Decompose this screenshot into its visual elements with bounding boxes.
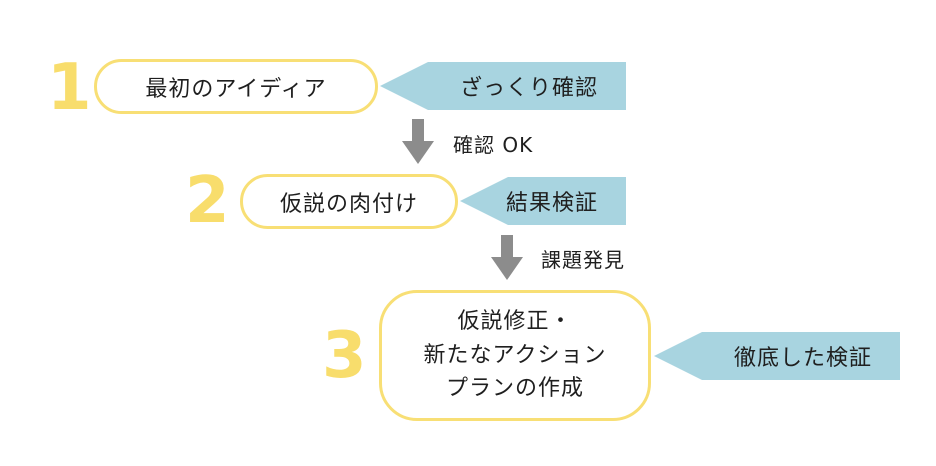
- step-1-box: 最初のアイディア: [94, 59, 378, 114]
- step-2-check-tag: 結果検証: [460, 177, 626, 225]
- step-2-box: 仮説の肉付け: [240, 174, 458, 229]
- step-3-box: 仮説修正・ 新たなアクション プランの作成: [379, 290, 651, 421]
- step-3-check-tag: 徹底した検証: [654, 332, 900, 380]
- step-1-arrow-label: 確認 OK: [453, 133, 534, 157]
- step-2-arrow-label: 課題発見: [541, 248, 625, 272]
- step-2-down-arrow-icon: [491, 235, 523, 280]
- step-1-check-tag: ざっくり確認: [380, 62, 626, 110]
- step-1-down-arrow-icon: [402, 119, 434, 164]
- step-3-number: 3: [322, 319, 367, 393]
- step-2-number: 2: [185, 164, 230, 238]
- step-1-number: 1: [47, 51, 92, 125]
